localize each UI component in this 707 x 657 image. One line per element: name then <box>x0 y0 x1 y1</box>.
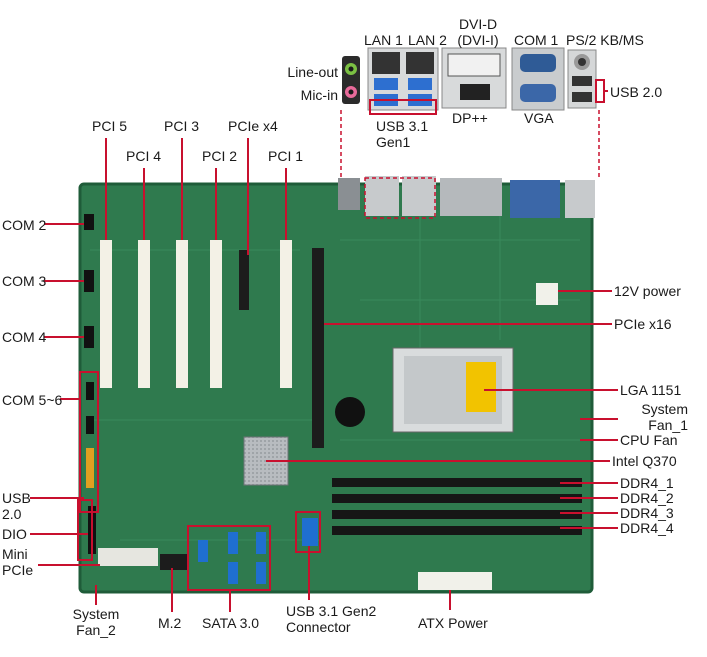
ps2-label: PS/2 KB/MS <box>566 32 644 48</box>
lga-label: LGA 1151 <box>620 382 682 398</box>
line-out-label: Line-out <box>287 64 338 80</box>
dio-label: DIO <box>2 526 27 542</box>
io-dashed-links <box>340 110 600 219</box>
pci2-slot <box>210 240 222 388</box>
com4-label: COM 4 <box>2 329 47 345</box>
m2-slot <box>160 554 188 570</box>
pci2-label: PCI 2 <box>202 148 238 164</box>
com-vga-ports <box>511 47 565 111</box>
dvi-label: DVI-D (DVI-I) <box>457 16 499 48</box>
ddr4-label: DDR4_4 <box>620 520 674 536</box>
pcie-x4-slot <box>239 250 249 310</box>
callout-lines <box>30 90 618 612</box>
power-12v-label: 12V power <box>614 283 681 299</box>
ddr3-label: DDR4_3 <box>620 505 674 521</box>
pcie-x4-label: PCIe x4 <box>228 118 278 134</box>
sys-fan1-label: System Fan_1 <box>641 401 688 433</box>
pcie-x16-slot <box>312 248 324 448</box>
pci3-label: PCI 3 <box>164 118 200 134</box>
dimm-slots <box>332 478 582 535</box>
pci1-slot <box>280 240 292 388</box>
atx-label: ATX Power <box>418 615 488 631</box>
pci5-label: PCI 5 <box>92 118 128 134</box>
mic-in-label: Mic-in <box>300 87 338 103</box>
pcb-board <box>80 184 592 592</box>
usb20-top-label: USB 2.0 <box>610 84 663 100</box>
pci5-slot <box>100 240 112 388</box>
pci3-slot <box>176 240 188 388</box>
dvi-dp-ports <box>441 47 507 109</box>
m2-label: M.2 <box>158 615 182 631</box>
pci4-label: PCI 4 <box>126 148 162 164</box>
lan2-label: LAN 2 <box>408 32 447 48</box>
mini-pcie-label: Mini PCIe <box>2 546 34 578</box>
com2-label: COM 2 <box>2 217 47 233</box>
battery <box>335 397 365 427</box>
sata-ports <box>198 532 266 584</box>
pci1-label: PCI 1 <box>268 148 304 164</box>
usb20-left-label: USB 2.0 <box>2 490 31 522</box>
ddr1-label: DDR4_1 <box>620 475 674 491</box>
intel-label: Intel Q370 <box>612 453 677 469</box>
dp-label: DP++ <box>452 110 488 126</box>
usb31-label: USB 3.1 Gen1 <box>376 118 429 150</box>
usb31-gen2-connector <box>302 518 318 546</box>
power-12v-connector <box>536 283 558 305</box>
mini-pcie-slot <box>98 548 158 566</box>
sata-label: SATA 3.0 <box>202 615 260 631</box>
ps2-usb-ports <box>567 49 597 109</box>
com56-label: COM 5~6 <box>2 392 63 408</box>
vga-label: VGA <box>524 110 554 126</box>
pcie-x16-label: PCIe x16 <box>614 316 672 332</box>
lan1-label: LAN 1 <box>364 32 403 48</box>
pci-slots <box>100 240 324 448</box>
sys-fan2-label: System Fan_2 <box>72 606 120 638</box>
audio-jacks <box>342 56 360 104</box>
pci4-slot <box>138 240 150 388</box>
usb31g2-label: USB 3.1 Gen2 Connector <box>286 603 377 635</box>
com3-label: COM 3 <box>2 273 47 289</box>
atx-power-connector <box>418 572 492 590</box>
cpu-fan-label: CPU Fan <box>620 432 678 448</box>
rear-io <box>338 176 595 218</box>
com1-label: COM 1 <box>514 32 559 48</box>
ddr2-label: DDR4_2 <box>620 490 674 506</box>
